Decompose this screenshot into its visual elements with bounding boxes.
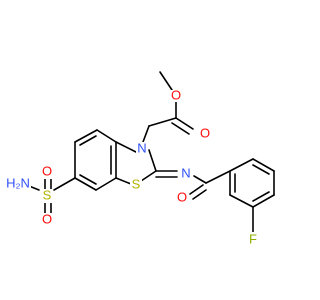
imine-nitrogen-label: N xyxy=(181,165,190,180)
bond-c6-sulfonyl xyxy=(53,177,76,191)
ring-s-bg xyxy=(130,178,142,192)
amide-o-bg xyxy=(176,191,189,205)
bond-aryl-inner-2 xyxy=(252,191,270,202)
bond-aryl-1 xyxy=(229,158,254,172)
bond-c6-c7-inner xyxy=(79,174,97,185)
sulfonyl-sulfur-label: S xyxy=(43,187,52,202)
bond-layer xyxy=(28,71,275,234)
molecule-diagram: O O N S N O F S O O H₂N xyxy=(5,71,275,246)
bond-c6-c7 xyxy=(74,177,97,191)
ester-o-bottom-bg xyxy=(199,128,211,140)
bond-c4-c5 xyxy=(74,129,98,143)
atom-label-layer: O O N S N O F S O O H₂N xyxy=(6,87,257,246)
ring-nitrogen-label: N xyxy=(137,140,146,155)
bond-ch2-n xyxy=(142,125,150,143)
ring-sulfur-label: S xyxy=(132,176,141,191)
bond-s-c7a xyxy=(115,177,132,185)
fluorine-bg xyxy=(248,232,259,246)
amide-oxygen-label: O xyxy=(177,189,187,204)
bond-carbonyl-aryl xyxy=(205,170,231,184)
bond-imine-carbonyl xyxy=(193,175,207,184)
sulfonyl-o-bottom-bg xyxy=(41,213,53,227)
sulfonyl-oxygen-top-label: O xyxy=(42,163,52,178)
bond-amide-o-b xyxy=(192,189,207,200)
ester-o-top-label: O xyxy=(171,87,181,102)
bond-n-c3a xyxy=(115,141,137,153)
sulfonamide-nitrogen-label: H₂N xyxy=(6,175,30,190)
ring-n-bg xyxy=(136,142,148,156)
chemical-structure-canvas: O O N S N O F S O O H₂N xyxy=(5,71,275,247)
bond-aryl-2 xyxy=(252,158,275,172)
sulfonyl-oxygen-bottom-label: O xyxy=(42,211,52,226)
ester-o-top-bg xyxy=(170,90,182,102)
sulfonyl-s-bg xyxy=(41,189,53,203)
bond-aryl-4 xyxy=(252,194,275,208)
sulfonyl-o-top-bg xyxy=(41,165,53,179)
bond-aryl-inner-1 xyxy=(252,164,270,175)
imine-n-bg xyxy=(179,167,192,181)
bond-c3a-c4 xyxy=(96,129,117,143)
bond-carbonyl-ch2 xyxy=(148,117,177,127)
bond-n-c2 xyxy=(148,149,157,172)
bond-carbonyl-o-double-b xyxy=(171,122,190,135)
bond-amide-o-a xyxy=(189,184,204,195)
atom-label-background-layer xyxy=(5,90,259,246)
sulfonamide-n-bg xyxy=(5,177,31,191)
bond-c4-c5-inner xyxy=(79,135,97,146)
bond-c7-c7a xyxy=(95,177,117,191)
bond-aryl-5 xyxy=(229,194,254,208)
bond-carbonyl-o-double-a xyxy=(175,117,194,130)
fluorine-label: F xyxy=(249,231,257,246)
bond-c2-s xyxy=(140,170,157,182)
ester-o-bottom-label: O xyxy=(200,125,210,140)
